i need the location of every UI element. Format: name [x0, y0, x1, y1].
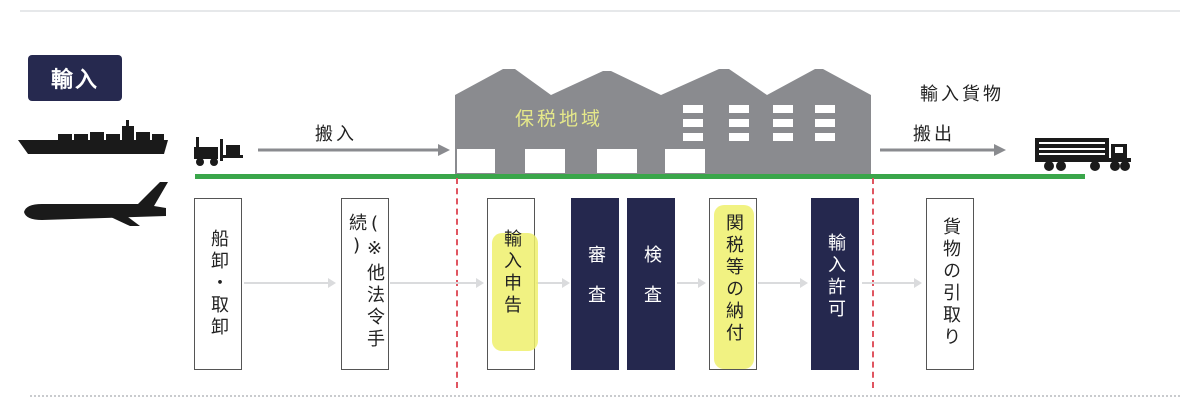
- import-badge: 輸入: [28, 55, 122, 101]
- step-unloading: 船卸・取卸: [194, 198, 242, 370]
- forklift-icon: [194, 137, 243, 166]
- step-label: (※他法令手続): [346, 213, 385, 351]
- warehouse-icon: [455, 69, 871, 175]
- step-duty-payment: 関税等の納付: [709, 198, 757, 370]
- airplane-icon: [24, 182, 168, 226]
- step-label: 輸入許可: [825, 233, 846, 321]
- step-cargo-pickup: 貨物の引取り: [926, 198, 974, 370]
- truck-icon: [1035, 138, 1131, 171]
- carry-in-label: 搬入: [315, 124, 357, 145]
- step-label: 輸入申告: [501, 229, 522, 317]
- highlight-mark: [492, 233, 538, 351]
- container-ship-icon: [18, 120, 168, 154]
- step-label: 関税等の納付: [723, 213, 744, 345]
- step-other-laws: (※他法令手続): [341, 198, 389, 370]
- bottom-divider: [30, 395, 1180, 397]
- highlight-mark: [714, 205, 754, 369]
- flow-line: [195, 174, 1085, 179]
- step-label: 貨物の引取り: [940, 217, 961, 349]
- step-examination: 審査: [571, 198, 619, 370]
- carry-in-arrow: [258, 144, 450, 156]
- top-divider: [20, 10, 1180, 12]
- step-label: 検査: [641, 245, 662, 325]
- step-inspection: 検査: [627, 198, 675, 370]
- bonded-area-label: 保税地域: [515, 108, 604, 130]
- import-cargo-label: 輸入貨物: [920, 84, 1004, 105]
- step-import-declaration: 輸入申告: [487, 198, 538, 370]
- step-import-permit: 輸入許可: [811, 198, 859, 370]
- carry-out-label: 搬出: [913, 124, 955, 145]
- step-label: 船卸・取卸: [208, 229, 229, 339]
- step-label: 審査: [585, 245, 606, 325]
- carry-out-arrow: [880, 144, 1006, 156]
